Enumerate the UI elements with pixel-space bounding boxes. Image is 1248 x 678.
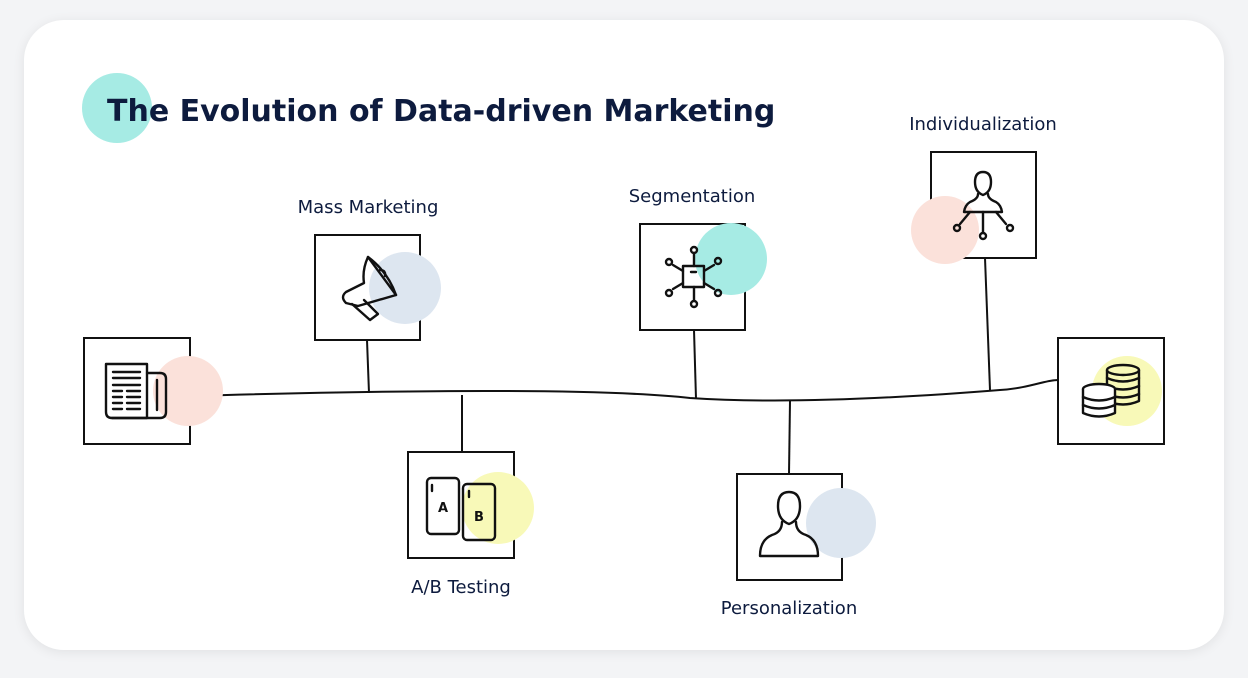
- connector-mass-marketing: [366, 339, 370, 394]
- stage-segmentation: Segmentation: [629, 186, 767, 331]
- network-node-icon: [664, 245, 723, 309]
- newspaper-icon: [104, 362, 168, 420]
- variant-b-label: B: [474, 510, 484, 525]
- page-title: The Evolution of Data-driven Marketing: [107, 94, 775, 129]
- person-icon: [758, 490, 820, 558]
- timeline-line: [189, 379, 1059, 402]
- stage-label: Individualization: [909, 114, 1057, 135]
- connector-individualization: [984, 257, 991, 391]
- stage-individualization: Individualization: [909, 114, 1057, 264]
- coins-stack-icon: [1081, 363, 1141, 418]
- stage-label: Personalization: [721, 598, 857, 619]
- stage-personalization: Personalization: [721, 473, 876, 619]
- connectors: [366, 257, 991, 475]
- stage-label: Segmentation: [629, 186, 756, 207]
- ab-test-phones-icon: A B: [425, 476, 497, 542]
- variant-a-label: A: [438, 501, 448, 516]
- megaphone-icon: [341, 255, 398, 322]
- diagram-card: [24, 20, 1224, 650]
- stage-label: A/B Testing: [411, 577, 511, 598]
- stage-label: Mass Marketing: [298, 197, 439, 218]
- stage-ab-testing: A B A/B Testing: [407, 451, 534, 598]
- stage-mass-marketing: Mass Marketing: [298, 197, 441, 341]
- connector-segmentation: [693, 329, 697, 400]
- stage-coins: [1057, 337, 1165, 445]
- title-accent-circle: [82, 73, 152, 143]
- connector-personalization: [788, 400, 791, 475]
- person-network-icon: [952, 170, 1015, 241]
- stage-newspaper: [83, 337, 223, 445]
